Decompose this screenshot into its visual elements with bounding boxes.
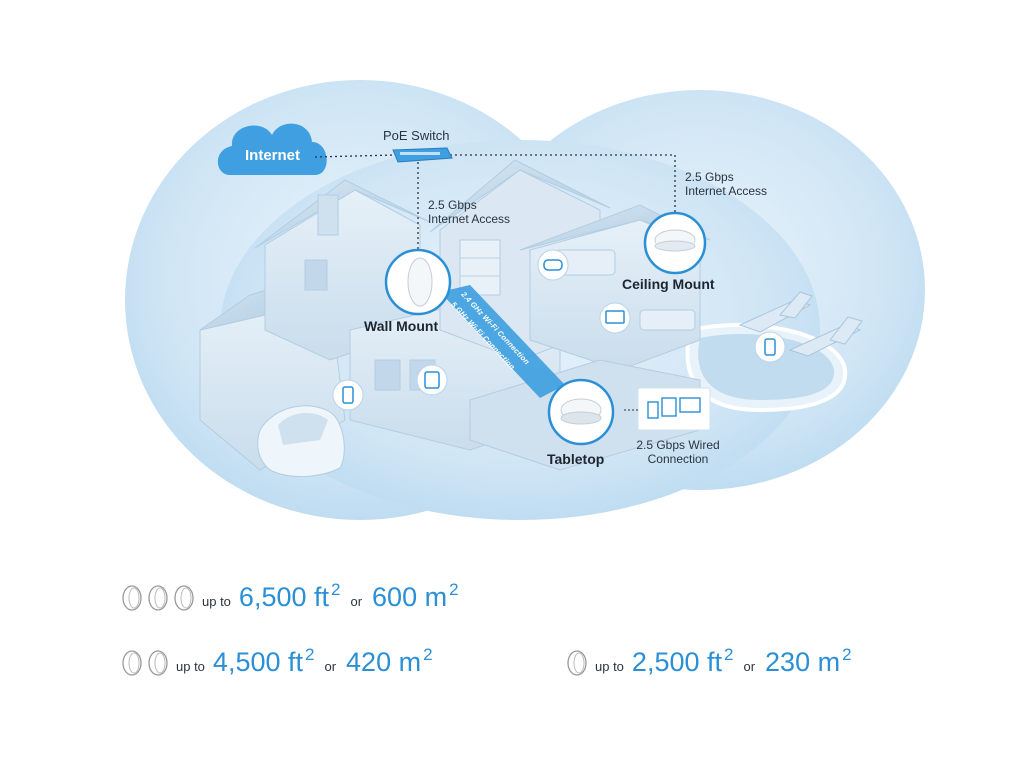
up-to-label: up to [202, 594, 231, 609]
two-unit-icons [122, 650, 168, 676]
up-to-label: up to [176, 659, 205, 674]
wall-mount-label: Wall Mount [364, 318, 438, 334]
deco-unit-icon [148, 650, 168, 676]
deco-unit-icon [148, 585, 168, 611]
up-to-label: up to [595, 659, 624, 674]
wall-mount-device [386, 250, 450, 314]
internet-label: Internet [245, 147, 300, 164]
one-unit-icons [567, 650, 587, 676]
deco-unit-icon [122, 650, 142, 676]
or-label: or [350, 594, 362, 609]
tabletop-label: Tabletop [547, 451, 604, 467]
deco-unit-icon [122, 585, 142, 611]
three-unit-icons [122, 585, 194, 611]
wired-connection-label: 2.5 Gbps Wired Connection [628, 438, 728, 466]
wall-speed-label: 2.5 Gbps Internet Access [428, 198, 510, 226]
ceiling-mount-label: Ceiling Mount [622, 276, 715, 292]
house-illustration [0, 0, 1024, 560]
ceiling-speed-label: 2.5 Gbps Internet Access [685, 170, 767, 198]
or-label: or [743, 659, 755, 674]
phone-icon [333, 380, 363, 410]
gamepad-icon [538, 250, 568, 280]
phone-icon [755, 332, 785, 362]
coverage-diagram: Internet PoE Switch 2.5 Gbps Internet Ac… [0, 0, 1024, 560]
or-label: or [324, 659, 336, 674]
tabletop-device [549, 380, 613, 444]
tv-icon [600, 303, 630, 333]
deco-unit-icon [567, 650, 587, 676]
poe-switch-label: PoE Switch [383, 128, 449, 143]
ceiling-mount-device [645, 213, 705, 273]
tablet-icon [417, 365, 447, 395]
deco-unit-icon [174, 585, 194, 611]
